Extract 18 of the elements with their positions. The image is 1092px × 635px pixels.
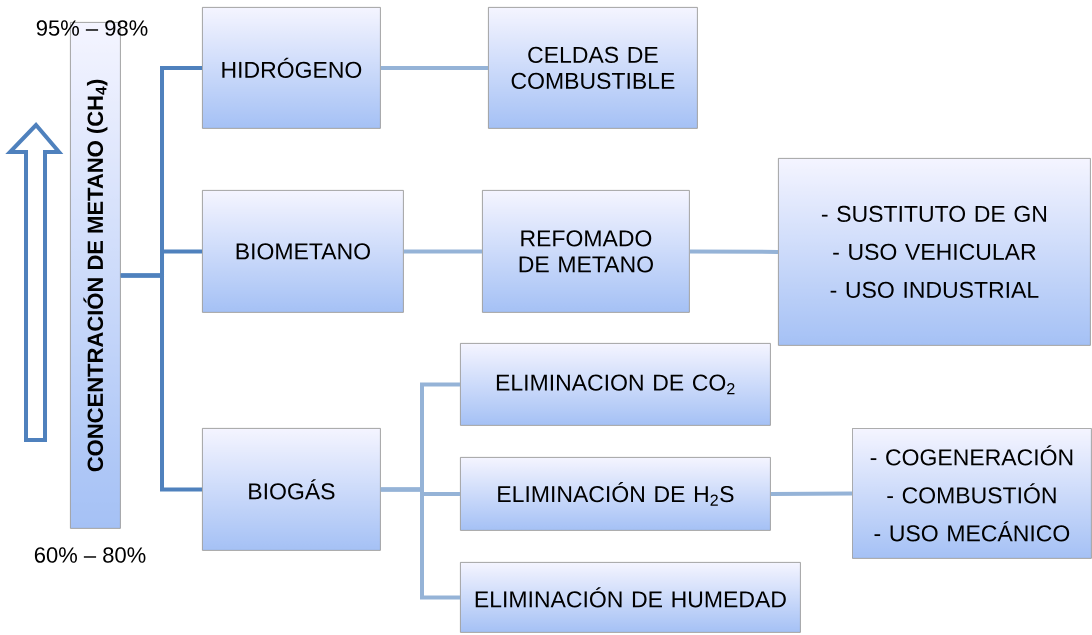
connector-line xyxy=(380,65,488,70)
process-box: HIDRÓGENO xyxy=(202,7,381,129)
connector-line xyxy=(689,249,778,254)
process-box: ELIMINACION DE CO$_{2}$ xyxy=(460,343,771,426)
connector-line xyxy=(380,487,460,600)
connector-line xyxy=(403,249,482,254)
process-box: ELIMINACIÓN DE H$_{2}$S xyxy=(460,457,771,531)
connector-line xyxy=(770,491,852,496)
process-box: CELDAS DE COMBUSTIBLE xyxy=(488,7,698,129)
range-label: 95% – 98% xyxy=(36,20,148,36)
connector-line xyxy=(120,273,202,492)
range-label: 60% – 80% xyxy=(34,547,146,563)
process-box: ELIMINACIÓN DE HUMEDAD xyxy=(460,562,801,633)
list-box: - COGENERACIÓN - COMBUSTIÓN - USO MECÁNICO xyxy=(852,428,1092,559)
list-box: - SUSTITUTO DE GN - USO VEHICULAR - USO INDUSTRIAL xyxy=(778,158,1091,346)
process-box: BIOMETANO xyxy=(202,190,404,313)
process-box: REFOMADO DE METANO xyxy=(482,190,690,313)
process-box: BIOGÁS xyxy=(202,428,381,551)
